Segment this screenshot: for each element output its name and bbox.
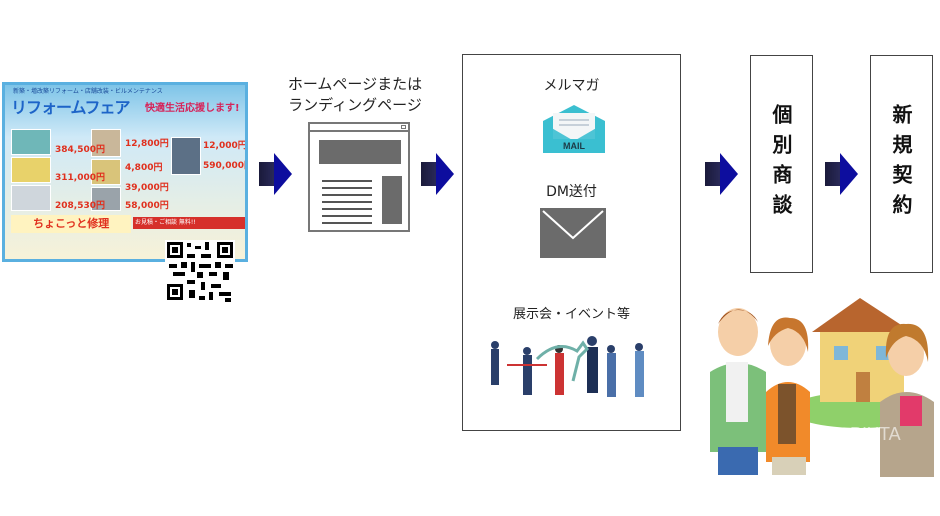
watermark: PIXTA <box>850 424 901 444</box>
mail-magazine-label: メルマガ <box>543 78 600 94</box>
flyer-slogan: 快適生活応援します! <box>145 103 240 114</box>
flow-arrow-1 <box>259 153 293 195</box>
flow-arrow-2 <box>421 153 455 195</box>
qr-code-icon <box>165 240 235 302</box>
flyer-free-consult: お見積・ご相談 無料!! <box>133 217 245 229</box>
homepage-label-line2: ランディングページ <box>288 96 422 114</box>
flyer-price: 39,000円 <box>125 183 169 193</box>
individual-negotiation-box: 個別商談 <box>750 55 813 273</box>
envelope-icon <box>540 208 606 258</box>
flyer-photo <box>11 157 51 183</box>
flyer-photo <box>11 185 51 211</box>
homepage-label-line1: ホームページまたは <box>287 75 423 93</box>
family-and-agent-illustration: PIXTA <box>710 298 934 477</box>
flyer-photo <box>91 129 121 157</box>
flow-arrow-4 <box>825 153 859 195</box>
flyer-photo <box>171 137 201 175</box>
flyer-price: 12,000円 <box>203 141 247 151</box>
flyer-price: 12,800円 <box>125 139 169 149</box>
exhibition-people-icon <box>491 336 644 397</box>
flyer-price: 4,800円 <box>125 163 163 173</box>
new-contract-box: 新規契約 <box>870 55 933 273</box>
flyer-repair: ちょこっと修理 <box>11 215 131 233</box>
flyer-price: 384,500円 <box>55 145 105 155</box>
homepage-label: ホームページまたは ランディングページ <box>280 74 430 116</box>
flyer-price: 58,000円 <box>125 201 169 211</box>
web-page-icon <box>308 122 410 232</box>
event-label: 展示会・イベント等 <box>512 307 630 322</box>
flyer-photo <box>91 187 121 211</box>
mail-icon-text: MAIL <box>563 141 585 151</box>
channels-box: メルマガ MAIL DM送付 展示会・イベント等 <box>462 54 681 431</box>
flow-arrow-3 <box>705 153 739 195</box>
flyer-subtitle: 新築・増改築リフォーム・店舗改装・ビルメンテナンス <box>13 88 163 95</box>
flyer-price: 590,000円 <box>203 161 248 171</box>
mail-icon: MAIL <box>543 105 605 153</box>
flyer-title: リフォームフェア <box>11 98 131 117</box>
flyer-price: 208,530円 <box>55 201 105 211</box>
flyer-photo <box>11 129 51 155</box>
flyer-price: 311,000円 <box>55 173 105 183</box>
flyer-photo <box>91 159 121 185</box>
dm-label: DM送付 <box>546 184 597 200</box>
reform-fair-flyer: 新築・増改築リフォーム・店舗改装・ビルメンテナンス リフォームフェア 快適生活応… <box>2 82 248 262</box>
